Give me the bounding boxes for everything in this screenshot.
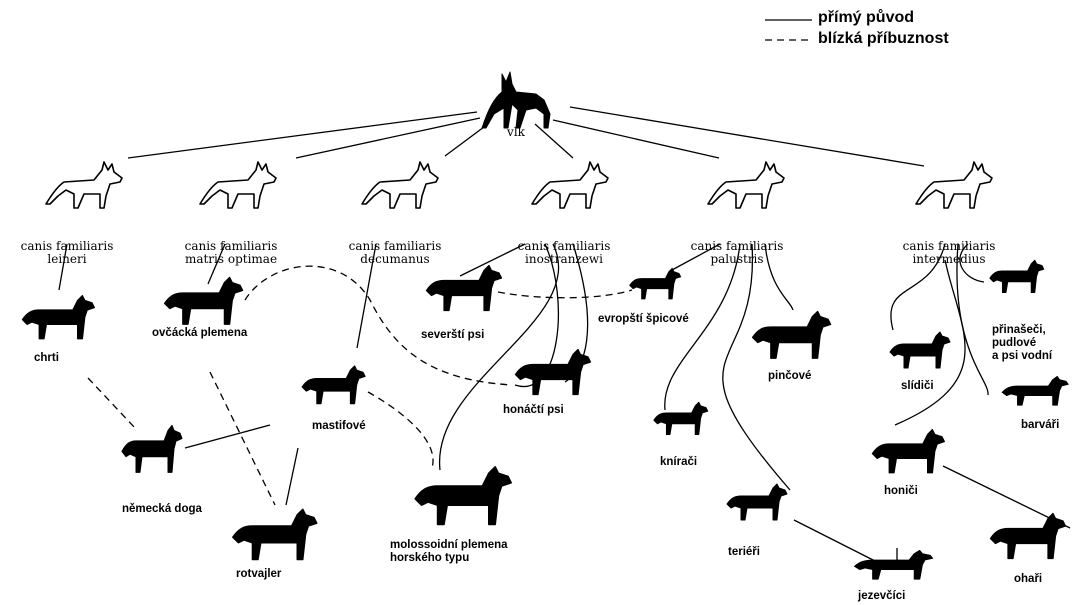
- direct-origin-lines: [58, 106, 1071, 568]
- hound-icon: [871, 429, 946, 474]
- terrier-icon: [726, 483, 788, 521]
- root-label: vlk: [507, 125, 525, 139]
- wolf-icon: [531, 161, 609, 209]
- breed-label-pincove: pinčové: [768, 370, 812, 382]
- breed-label-terieri: teriéři: [728, 546, 760, 558]
- mastiff-icon: [301, 365, 366, 405]
- breed-label-prinaseci: přinašeči, pudlové a psi vodní: [992, 324, 1053, 362]
- spaniel-icon: [889, 331, 951, 369]
- breed-label-slidici: slídiči: [901, 380, 934, 392]
- wolf-icon: [45, 161, 123, 209]
- dachshund-icon: [853, 549, 934, 580]
- breed-label-molossoidni: molossoidní plemena horského typu: [390, 539, 508, 564]
- pinscher-icon: [751, 310, 832, 359]
- breed-label-jezevcici: jezevčíci: [858, 590, 906, 602]
- wolf-icon: [481, 71, 551, 129]
- breed-label-mastifove: mastifové: [312, 420, 366, 432]
- greyhound-icon: [21, 295, 95, 340]
- breed-label-seversti-psi: severští psi: [421, 329, 485, 341]
- breed-label-spicove: evropští špicové: [598, 313, 689, 325]
- schnauzer-icon: [653, 401, 709, 436]
- basset-icon: [1001, 375, 1069, 406]
- breed-label-honici: honiči: [884, 485, 918, 497]
- breed-label-ovcacka: ovčácká plemena: [152, 327, 248, 339]
- rottweiler-icon: [232, 508, 318, 561]
- breed-label-barvari: barváři: [1021, 419, 1060, 431]
- breed-label-kniraci: knírači: [660, 456, 698, 468]
- wolf-icon: [199, 161, 277, 209]
- great-dane-icon: [121, 424, 183, 473]
- breed-label-ohari: ohaři: [1014, 573, 1043, 585]
- wolf-icon: [707, 161, 785, 209]
- breed-label-rotvajler: rotvajler: [236, 568, 282, 580]
- mountain-molosser-icon: [414, 465, 513, 526]
- close-relation-lines: [87, 265, 633, 506]
- pointer-icon: [989, 512, 1067, 560]
- wolf-icon: [915, 161, 993, 209]
- wolf-icon: [361, 161, 439, 209]
- breed-label-nemecka-doga: německá doga: [122, 503, 202, 515]
- legend-solid-label: přímý původ: [818, 9, 915, 26]
- breed-label-chrti: chrti: [34, 352, 59, 364]
- legend-dashed-label: blízká příbuznost: [818, 30, 949, 47]
- breed-label-honacti-psi: honáčtí psi: [503, 404, 564, 416]
